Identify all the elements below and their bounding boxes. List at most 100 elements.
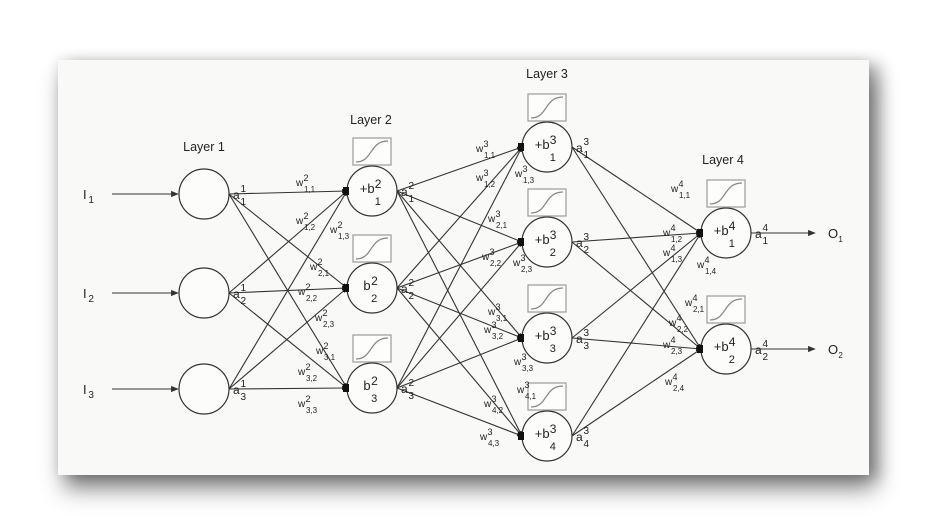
bias-label-sup: 4 <box>729 335 736 349</box>
weight-sup: 3 <box>496 302 501 312</box>
weight-sub: 1,4 <box>705 267 717 276</box>
bias-label-prefix: +b <box>360 181 375 196</box>
weight-symbol: w <box>314 313 323 324</box>
weight-sub: 3,3 <box>306 406 318 415</box>
input-label-2-sub: 2 <box>88 294 94 305</box>
weight-symbol: w <box>668 318 677 329</box>
weight-symbol: w <box>696 260 705 271</box>
weight-symbol: w <box>514 169 523 180</box>
weight-symbol: w <box>315 346 324 357</box>
edge-l2-n3-to-l3-n3 <box>396 337 523 389</box>
junction-marker <box>343 284 349 292</box>
activation-label-l3-n4-base: a <box>576 430 583 444</box>
edge-l1-n2-to-l2-n3 <box>228 292 348 389</box>
activation-label-l3-n1-base: a <box>576 141 583 155</box>
weight-sub: 2,4 <box>673 384 685 393</box>
edge-l2-n3-to-l3-n1 <box>396 146 523 389</box>
activation-label-l2-n3-sup: 2 <box>408 378 414 389</box>
activation-label-l2-n2-sup: 2 <box>408 278 414 289</box>
weight-symbol: w <box>487 214 496 225</box>
weight-sup: 2 <box>324 341 329 351</box>
bias-label-sup: 2 <box>371 374 378 388</box>
activation-label-l1-n2-sub: 2 <box>240 296 246 307</box>
weight-sub: 2,3 <box>671 347 683 356</box>
activation-label-l1-n1-sub: 1 <box>240 197 246 208</box>
weight-sub: 1,3 <box>523 176 535 185</box>
activation-label-l4-n1-sup: 4 <box>762 223 768 234</box>
input-label-1-base: I <box>83 187 87 202</box>
bias-label-prefix: +b <box>535 328 550 343</box>
weight-sub: 2,2 <box>306 294 318 303</box>
weight-sup: 4 <box>677 313 682 323</box>
weight-sub: 2,1 <box>318 269 330 278</box>
edge-l3-n4-to-l4-n1 <box>571 232 702 437</box>
output-label-2-base: O <box>828 342 838 357</box>
weight-sub: 3,1 <box>324 353 336 362</box>
edge-l2-n2-to-l3-n1 <box>396 146 523 289</box>
junction-marker <box>697 229 703 237</box>
weight-symbol: w <box>309 262 318 273</box>
activation-label-l4-n2-sub: 2 <box>762 352 768 363</box>
weight-sub: 2,1 <box>496 221 508 230</box>
bias-label-sup: 2 <box>375 177 382 191</box>
weight-symbol: w <box>662 248 671 259</box>
activation-label-l2-n3-sub: 3 <box>408 391 414 402</box>
weight-sub: 1,3 <box>338 232 350 241</box>
activation-label-l2-n3-base: a <box>401 382 408 396</box>
sigmoid-curve-path <box>709 182 743 205</box>
bias-label-sup: 3 <box>550 228 557 242</box>
weight-symbol: w <box>662 228 671 239</box>
input-label-1-sub: 1 <box>88 195 94 206</box>
bias-label-sub: 3 <box>550 343 556 355</box>
weight-symbol: w <box>483 325 492 336</box>
bias-label-sub: 2 <box>550 247 556 259</box>
weight-sub: 2,1 <box>693 305 705 314</box>
bias-label-sub: 1 <box>375 196 381 208</box>
weight-sup: 3 <box>525 380 530 390</box>
junction-marker <box>697 345 703 353</box>
output-label-2-sub: 2 <box>838 351 843 360</box>
weight-sub: 1,2 <box>304 223 316 232</box>
weight-sup: 3 <box>488 427 493 437</box>
activation-label-l3-n3-sub: 3 <box>583 341 589 352</box>
weight-sup: 2 <box>306 362 311 372</box>
weight-sup: 2 <box>306 394 311 404</box>
neuron-l1-n3 <box>178 363 230 415</box>
layer-title-1: Layer 1 <box>183 140 225 154</box>
bias-label-sup: 4 <box>729 219 736 233</box>
edge-l3-n2-to-l4-n2 <box>571 241 702 350</box>
junction-marker <box>343 187 349 195</box>
edge-l1-n1-to-l2-n3 <box>228 193 348 389</box>
weight-sup: 3 <box>490 247 495 257</box>
weight-symbol: w <box>512 258 521 269</box>
activation-label-l1-n3-sub: 3 <box>240 392 246 403</box>
activation-label-l3-n3-sup: 3 <box>583 328 589 339</box>
activation-label-l1-n1-sup: 1 <box>240 184 246 195</box>
activation-label-l3-n1-sup: 3 <box>583 137 589 148</box>
edge-l1-n3-to-l2-n3 <box>228 385 348 391</box>
weight-symbol: w <box>684 298 693 309</box>
weight-symbol: w <box>475 173 484 184</box>
sigmoid-curve-path <box>530 96 564 119</box>
activation-label-l3-n4-sup: 3 <box>583 426 589 437</box>
weight-symbol: w <box>487 307 496 318</box>
activation-label-l1-n2-sup: 1 <box>240 283 246 294</box>
